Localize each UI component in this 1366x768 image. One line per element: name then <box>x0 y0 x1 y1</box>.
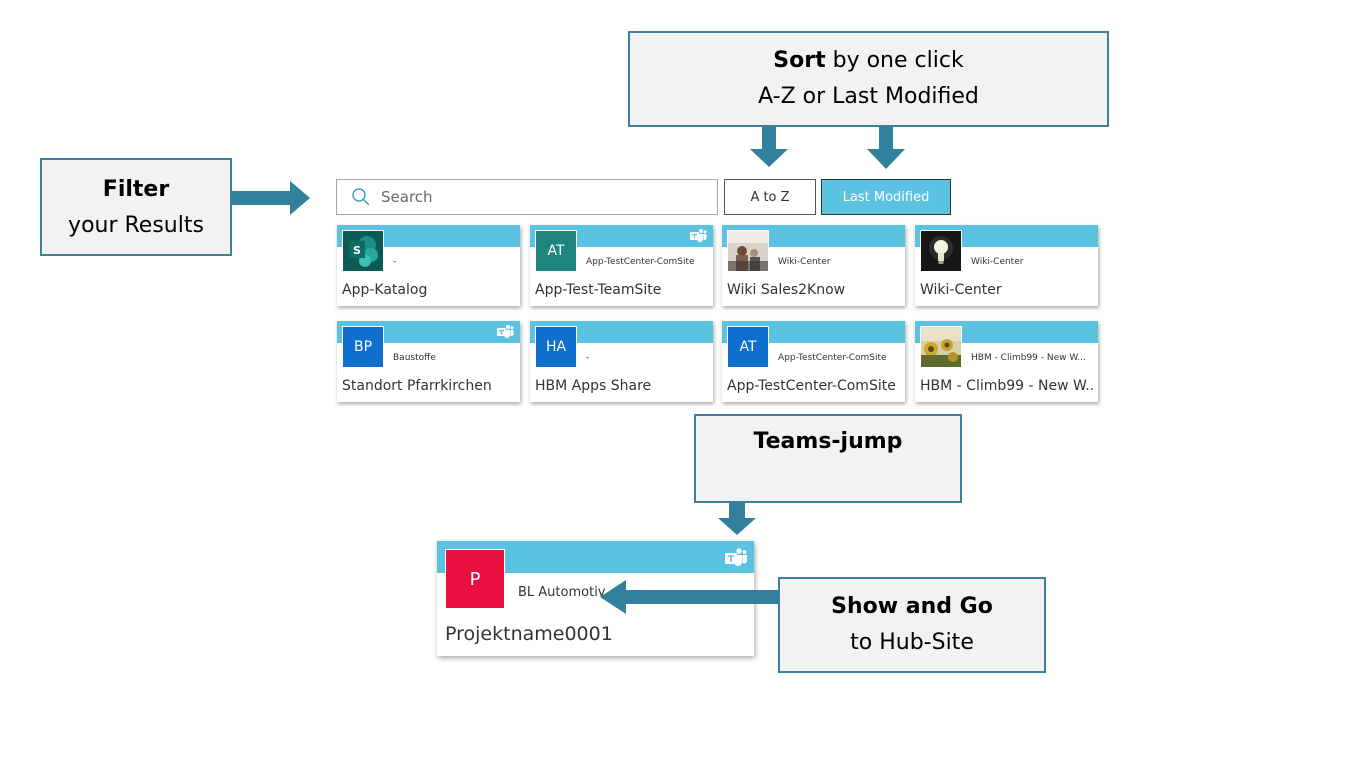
site-card[interactable]: S - App-Katalog <box>337 225 520 306</box>
site-logo <box>727 230 769 272</box>
teams-icon[interactable] <box>689 228 707 244</box>
search-input[interactable] <box>379 187 703 207</box>
site-logo <box>920 326 962 368</box>
site-title: HBM - Climb99 - New W... <box>920 378 1094 394</box>
site-title: HBM Apps Share <box>535 378 652 394</box>
site-title: Standort Pfarrkirchen <box>342 378 492 394</box>
sort-callout: Sort by one click A-Z or Last Modified <box>628 31 1109 127</box>
photo-lightbulb-icon <box>921 231 961 271</box>
hub-site-name[interactable]: App-TestCenter-ComSite <box>586 257 695 267</box>
filter-callout: Filter your Results <box>40 158 232 256</box>
hub-site-name[interactable]: - <box>586 353 590 363</box>
hub-site-name[interactable]: - <box>393 257 397 267</box>
hub-site-name[interactable]: HBM - Climb99 - New W... <box>971 353 1086 363</box>
show-and-go-callout: Show and Go to Hub-Site <box>778 577 1046 673</box>
site-title: Projektname0001 <box>445 623 613 645</box>
sort-callout-line1: Sort by one click <box>630 43 1107 79</box>
arrow-right-filter-icon <box>232 181 310 215</box>
arrow-left-hub-icon <box>600 580 780 614</box>
teams-icon[interactable] <box>496 324 514 340</box>
site-title: Wiki Sales2Know <box>727 282 846 298</box>
site-logo: P <box>445 549 505 609</box>
show-go-callout-bold: Show and Go <box>831 594 993 619</box>
sharepoint-icon: S <box>343 231 383 271</box>
search-field[interactable] <box>336 179 718 215</box>
sort-a-to-z-button[interactable]: A to Z <box>724 179 816 215</box>
sort-callout-line2: A-Z or Last Modified <box>758 84 979 109</box>
search-icon <box>352 188 370 206</box>
sort-callout-rest: by one click <box>825 48 964 73</box>
site-logo: BP <box>342 326 384 368</box>
site-logo: AT <box>727 326 769 368</box>
arrow-down-last-modified-icon <box>867 127 905 169</box>
arrow-down-teams-icon <box>718 503 756 535</box>
site-card[interactable]: HA- HBM Apps Share <box>530 321 713 402</box>
hub-site-name[interactable]: Wiki-Center <box>778 257 831 267</box>
hub-site-name[interactable]: App-TestCenter-ComSite <box>778 353 887 363</box>
site-logo <box>920 230 962 272</box>
site-logo: HA <box>535 326 577 368</box>
site-title: App-Katalog <box>342 282 428 298</box>
site-title: Wiki-Center <box>920 282 1002 298</box>
svg-text:S: S <box>353 244 361 257</box>
teams-jump-callout-bold: Teams-jump <box>753 429 903 454</box>
site-title: App-TestCenter-ComSite <box>727 378 896 394</box>
hub-site-name[interactable]: Wiki-Center <box>971 257 1024 267</box>
hub-site-name[interactable]: Baustoffe <box>393 353 436 363</box>
arrow-down-az-icon <box>750 127 788 167</box>
site-title: App-Test-TeamSite <box>535 282 662 298</box>
site-logo: S <box>342 230 384 272</box>
photo-meeting-icon <box>728 231 768 271</box>
teams-jump-callout: Teams-jump <box>694 414 962 503</box>
photo-sunflowers-icon <box>921 327 961 367</box>
site-logo: AT <box>535 230 577 272</box>
sort-last-modified-button[interactable]: Last Modified <box>821 179 951 215</box>
filter-callout-line2: your Results <box>68 213 204 238</box>
filter-callout-bold: Filter <box>102 177 170 202</box>
teams-icon[interactable] <box>722 547 748 569</box>
show-go-callout-line2: to Hub-Site <box>850 630 974 655</box>
hub-site-name[interactable]: BL Automotiv <box>518 585 606 600</box>
site-card[interactable]: HBM - Climb99 - New W... HBM - Climb99 - … <box>915 321 1098 402</box>
sort-callout-bold: Sort <box>773 48 826 73</box>
